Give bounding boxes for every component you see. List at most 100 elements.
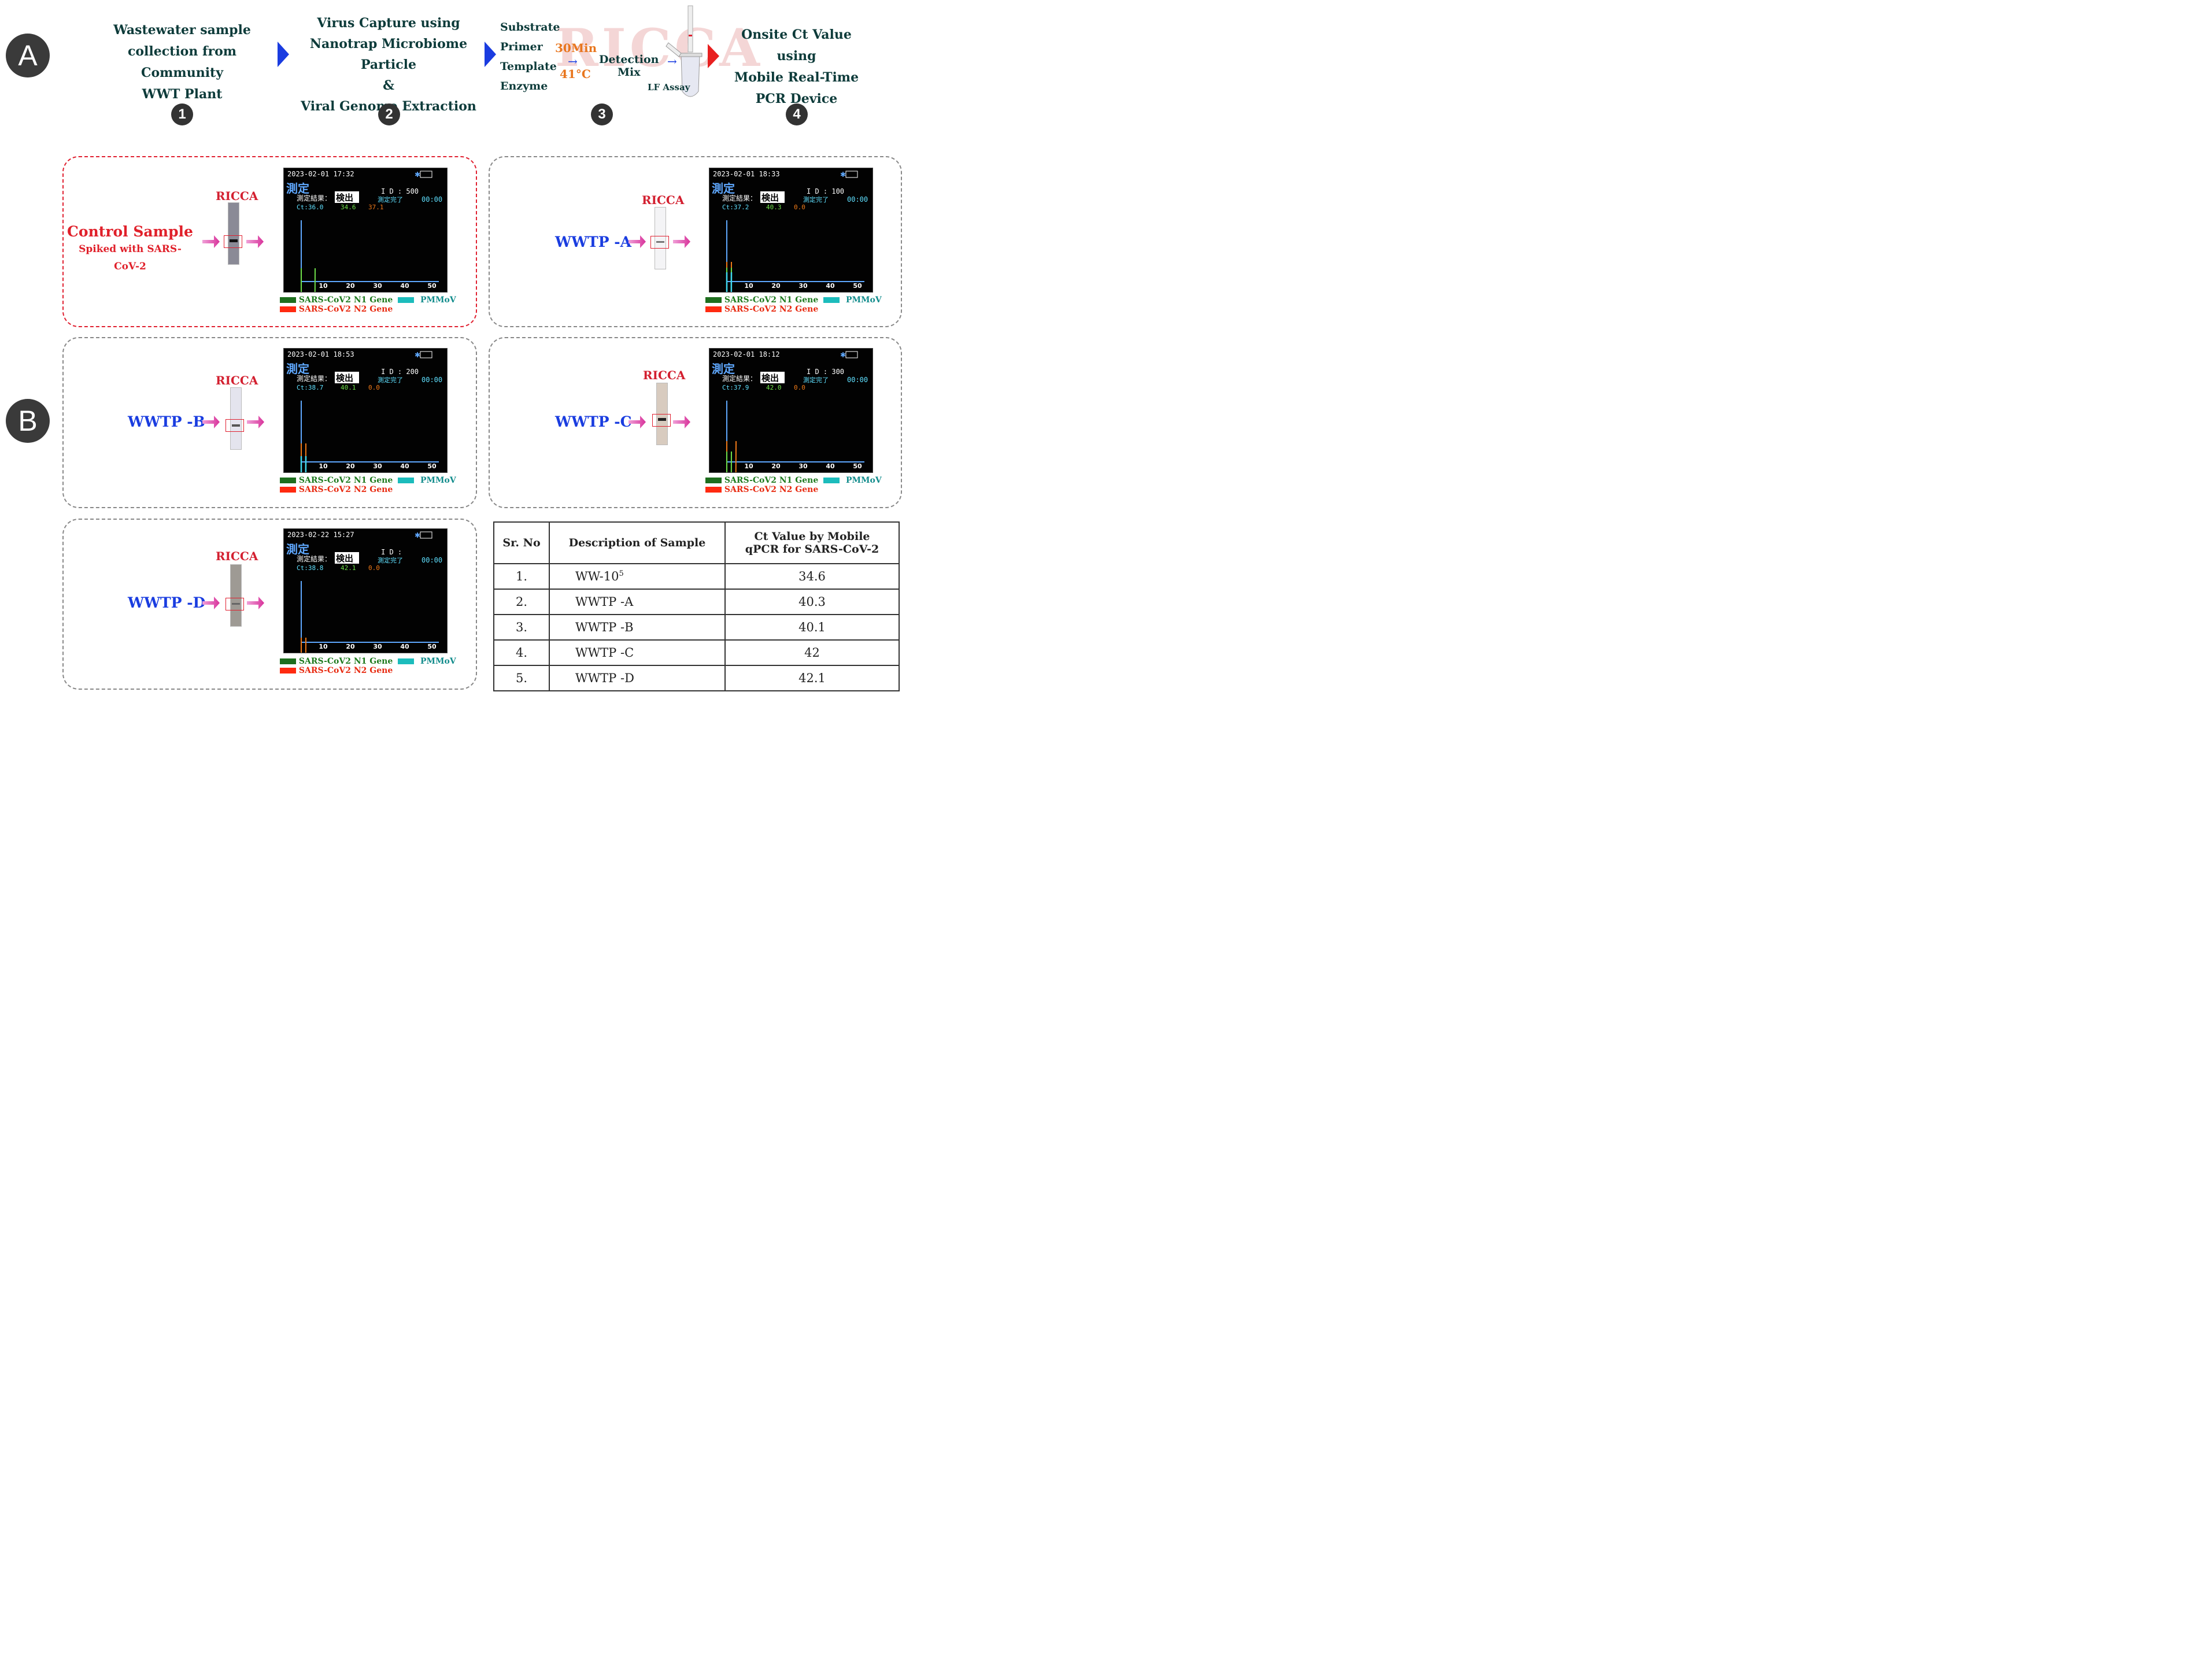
battery-icon [846,171,857,177]
lateral-flow-strip [230,387,242,450]
step-1-line: collection from Community [87,41,278,84]
x-tick-label: 10 [319,462,328,470]
screen-ct-n2: 0.0 [368,384,380,391]
results-table: Sr. No Description of Sample Ct Value by… [493,521,900,691]
bluetooth-icon: ✱ [415,171,420,179]
screen-detected: 検出 [761,373,779,383]
incubation-temp: 41°C [560,67,591,81]
arrow-right-icon [201,414,221,430]
curve-n1 [301,268,315,292]
legend-swatch-n1 [705,478,722,483]
legend-n2: SARS-CoV2 N2 Gene [724,485,818,494]
pcr-screen-wwtp-b: 2023-02-01 18:53✱測定測定結果：検出I D : 200測定完了0… [283,348,448,473]
arrow-right-icon [245,234,265,250]
table-row: 4. WWTP -C 42 [494,640,899,665]
screen-ct-pmmov: Ct:38.8 [297,564,323,572]
x-tick-label: 50 [427,282,437,290]
screen-ct-pmmov: Ct:37.2 [722,203,749,211]
x-tick-label: 40 [400,462,409,470]
step-1-number: 1 [171,103,193,125]
detection-mix: Detection Mix [599,53,659,79]
superscript: 5 [619,569,623,578]
screen-result-label: 測定結果： [297,194,331,202]
screen-ct-pmmov: Ct:38.7 [297,384,323,391]
screen-ct-pmmov: Ct:37.9 [722,384,749,391]
bluetooth-icon: ✱ [415,531,420,539]
x-tick-label: 40 [400,643,409,650]
battery-icon [420,171,432,177]
screen-result-label: 測定結果： [722,374,757,383]
x-tick-label: 30 [798,282,808,290]
table-cell: WW-105 [549,564,725,589]
pcr-screen-control: 2023-02-01 17:32✱測定測定結果：検出I D : 500測定完了0… [283,168,448,293]
control-sample-title: Control Sample [66,223,194,240]
step-4-line: Onsite Ct Value using [720,24,873,67]
pcr-screen-wwtp-a: 2023-02-01 18:33✱測定測定結果：検出I D : 100測定完了0… [709,168,873,293]
legend-n1: SARS-CoV2 N1 Gene [724,476,818,485]
screen-result-label: 測定結果： [297,374,331,383]
panel-a-label: A [6,34,50,77]
arrow-right-icon [246,414,265,430]
lateral-flow-strip [230,564,242,627]
step-2-line: Nanotrap Microbiome Particle [294,34,483,75]
legend-pmmov: PMMoV [846,295,882,305]
battery-icon [420,351,432,358]
screen-device-id: I D : 100 [807,187,844,195]
table-cell: WWTP -D [549,665,725,691]
screen-result-label: 測定結果： [297,554,331,563]
legend-swatch-n1 [705,297,722,303]
table-cell: 2. [494,589,549,615]
test-line-box [225,419,244,432]
detection-mix-line: Detection [599,53,659,66]
arrow-icon: → [568,54,578,68]
screen-detected: 検出 [336,553,353,564]
legend-swatch-n2 [280,487,296,493]
table-cell: 5. [494,665,549,691]
step-4-number: 4 [786,103,808,125]
battery-icon [846,351,857,358]
reagent-item: Template [500,57,560,76]
screen-title: 測定 [286,542,309,556]
table-cell: 4. [494,640,549,665]
screen-title: 測定 [712,182,735,195]
screen-done: 測定完了 [803,195,829,203]
table-cell: 42 [725,640,899,665]
screen-timer: 00:00 [847,195,868,203]
x-tick-label: 30 [373,282,382,290]
curve-n2 [301,638,306,653]
legend-n2: SARS-CoV2 N2 Gene [299,305,393,314]
arrow-right-icon [483,40,497,68]
arrow-right-icon [276,40,290,68]
screen-device-id: I D : [381,548,402,556]
legend-pmmov: PMMoV [420,295,456,305]
panel-b-label: B [6,399,50,443]
x-tick-label: 10 [744,462,753,470]
screen-datetime: 2023-02-01 18:12 [713,350,780,358]
table-header: Ct Value by Mobile qPCR for SARS-CoV-2 [725,522,899,564]
battery-icon [420,532,432,538]
x-tick-label: 20 [771,282,781,290]
x-tick-label: 20 [771,462,781,470]
sample-label-wwtp-c: WWTP -C [555,413,632,430]
lf-assay-label: LF Assay [648,82,690,92]
screen-device-id: I D : 500 [381,187,419,195]
ricca-label: RICCA [642,193,684,207]
screen-ct-n1: 40.1 [341,384,356,391]
legend-swatch-n2 [705,487,722,493]
step-2-line: & [294,75,483,96]
x-tick-label: 50 [427,643,437,650]
screen-datetime: 2023-02-01 18:33 [713,170,780,178]
table-cell: WWTP -C [549,640,725,665]
legend-swatch-pmmov [398,658,414,664]
table-cell: 34.6 [725,564,899,589]
table-cell-text: WW-10 [575,569,619,583]
table-header: Description of Sample [549,522,725,564]
bluetooth-icon: ✱ [415,351,420,359]
x-tick-label: 20 [346,462,355,470]
screen-ct-n2: 37.1 [368,203,384,211]
legend-pmmov: PMMoV [420,657,456,666]
step-3-number: 3 [591,103,613,125]
screen-device-id: I D : 200 [381,368,419,376]
x-tick-label: 20 [346,643,355,650]
screen-detected: 検出 [336,373,353,383]
